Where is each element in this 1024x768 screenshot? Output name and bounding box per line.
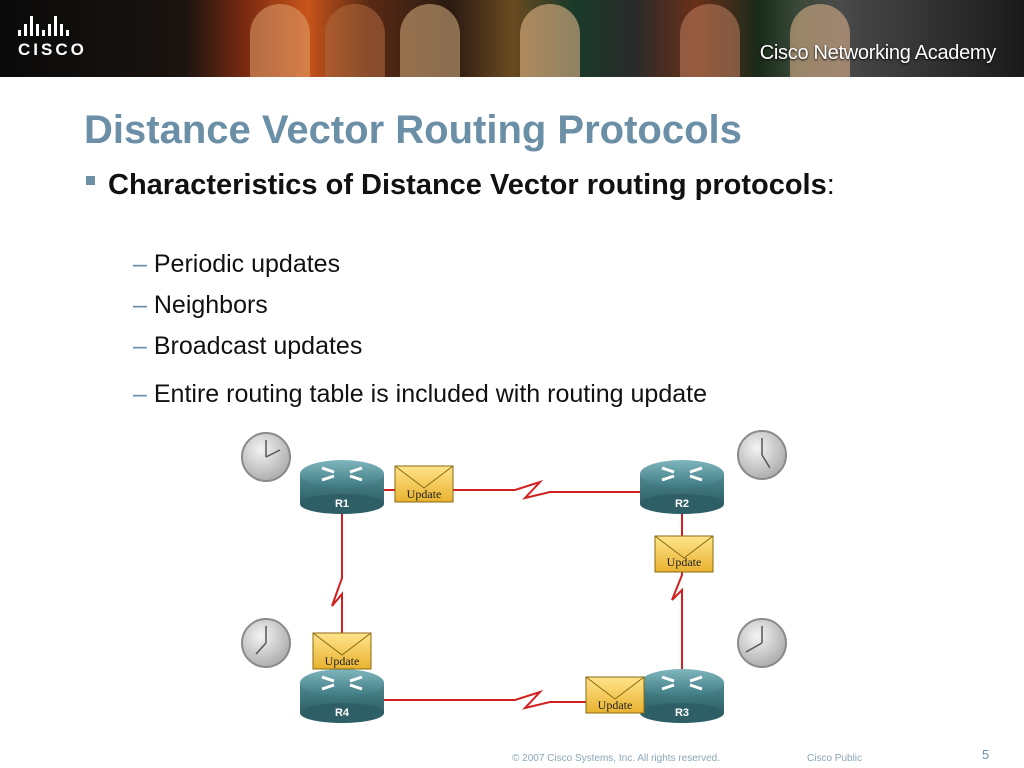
clock-icon bbox=[737, 430, 787, 480]
bullet-bold-text: Characteristics of Distance Vector routi… bbox=[108, 169, 827, 201]
clock-icon bbox=[241, 432, 291, 482]
link-r4-r3 bbox=[384, 689, 640, 710]
page-number: 5 bbox=[982, 747, 990, 762]
subitem-text: Neighbors bbox=[153, 291, 268, 319]
main-bullet: Characteristics of Distance Vector routi… bbox=[84, 168, 844, 202]
router-label: R3 bbox=[675, 707, 689, 719]
banner-photo bbox=[250, 4, 310, 77]
academy-title: Cisco Networking Academy bbox=[759, 42, 997, 64]
bullet-colon: : bbox=[826, 169, 835, 201]
dash: – bbox=[133, 332, 147, 360]
header-banner: CISCO Cisco Networking Academy bbox=[0, 0, 1024, 77]
update-envelope-icon: Update bbox=[312, 632, 372, 670]
banner-photo bbox=[680, 4, 740, 77]
router-r3: R3 bbox=[640, 669, 724, 723]
subitem: – Broadcast updates bbox=[133, 332, 362, 361]
router-label: R2 bbox=[675, 498, 689, 510]
footer-classification: Cisco Public bbox=[807, 753, 863, 764]
subitem-text: Entire routing table is included with ro… bbox=[153, 380, 707, 408]
update-label: Update bbox=[407, 487, 442, 501]
subitem: – Neighbors bbox=[133, 291, 268, 320]
banner-photo bbox=[325, 4, 385, 77]
update-label: Update bbox=[598, 698, 633, 712]
update-label: Update bbox=[667, 555, 702, 569]
subitem: – Entire routing table is included with … bbox=[133, 380, 707, 409]
subitem: – Periodic updates bbox=[133, 250, 340, 279]
router-label: R4 bbox=[335, 707, 350, 719]
banner-photo bbox=[790, 4, 850, 77]
dash: – bbox=[133, 250, 147, 278]
banner-photo bbox=[400, 4, 460, 77]
link-r1-r2 bbox=[384, 479, 640, 500]
update-label: Update bbox=[325, 654, 360, 668]
router-r1: R1 bbox=[300, 460, 384, 514]
banner-photo bbox=[520, 4, 580, 77]
link-r1-r4 bbox=[331, 512, 343, 672]
slide-title: Distance Vector Routing Protocols bbox=[84, 108, 742, 152]
bullet-square-icon bbox=[86, 176, 95, 185]
dash: – bbox=[133, 291, 147, 319]
link-r2-r3 bbox=[671, 512, 683, 672]
update-envelope-icon: Update bbox=[585, 676, 645, 714]
subitem-text: Periodic updates bbox=[153, 250, 341, 278]
router-r4: R4 bbox=[300, 669, 384, 723]
cisco-logo: CISCO bbox=[18, 16, 87, 60]
router-label: R1 bbox=[335, 498, 349, 510]
update-envelope-icon: Update bbox=[394, 465, 454, 503]
dash: – bbox=[133, 380, 147, 408]
update-envelope-icon: Update bbox=[654, 535, 714, 573]
subitem-text: Broadcast updates bbox=[153, 332, 363, 360]
router-r2: R2 bbox=[640, 460, 724, 514]
clock-icon bbox=[241, 618, 291, 668]
cisco-wordmark: CISCO bbox=[18, 40, 87, 59]
cisco-bars-icon bbox=[18, 16, 87, 36]
clock-icon bbox=[737, 618, 787, 668]
footer-copyright: © 2007 Cisco Systems, Inc. All rights re… bbox=[512, 753, 721, 764]
